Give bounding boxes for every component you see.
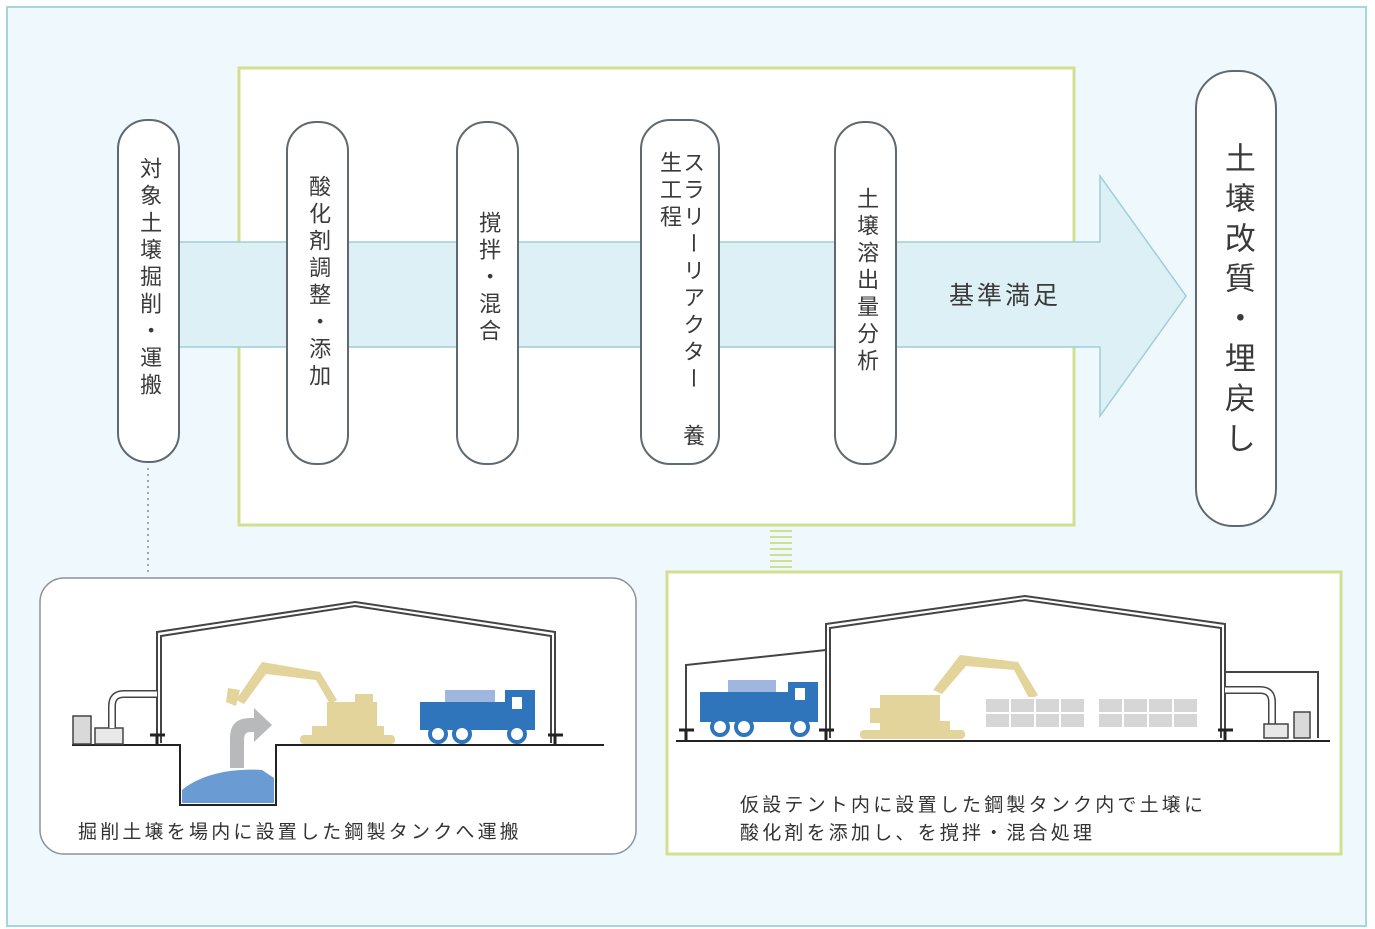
step-slurry-reactor: スラリーリアクター 養生工程 [640, 119, 720, 465]
step-excavation-transport: 対象土壌掘削・運搬 [117, 119, 180, 463]
step-label-line2: 養生工程 [656, 151, 705, 451]
step-label: 対象土壌掘削・運搬 [136, 157, 162, 400]
right-caption-line1: 仮設テント内に設置した鋼製タンク内で土壌に [740, 794, 1207, 816]
right-excavator-icon [860, 655, 1038, 739]
step-label-line1: スラリーリアクター [679, 151, 705, 394]
right-blower-unit [1225, 686, 1311, 739]
steel-tanks [984, 697, 1199, 729]
step-label: スラリーリアクター 養生工程 [656, 151, 705, 463]
excavated-soil [182, 769, 274, 803]
left-dump-truck-icon [420, 690, 535, 744]
right-connector [770, 530, 792, 568]
arrow-label: 基準満足 [949, 281, 1062, 310]
right-tent-feet [679, 728, 1233, 741]
left-panel-caption: 掘削土壌を場内に設置した鋼製タンクへ運搬 [78, 821, 523, 843]
step-oxidant-preparation: 酸化剤調整・添加 [286, 121, 349, 465]
left-tent [156, 600, 556, 743]
gray-arrow [230, 708, 272, 768]
final-step-label: 土壌改質・埋戻し [1218, 142, 1255, 462]
right-tent [685, 594, 1319, 738]
left-blower-unit [72, 690, 157, 745]
left-excavator-icon [226, 662, 395, 744]
right-dump-truck-icon [700, 680, 818, 737]
left-ground-with-pit [72, 744, 604, 806]
right-panel-caption: 仮設テント内に設置した鋼製タンク内で土壌に 酸化剤を添加し、を撹拌・混合処理 [740, 792, 1206, 847]
step-label: 土壌溶出量分析 [853, 187, 879, 376]
step-label: 撹拌・混合 [475, 211, 501, 346]
step-label: 酸化剤調整・添加 [305, 175, 331, 391]
step-stirring-mixing: 撹拌・混合 [456, 121, 519, 465]
left-tent-feet [150, 733, 563, 745]
right-caption-line2: 酸化剤を添加し、を撹拌・混合処理 [740, 821, 1096, 844]
final-step-backfill: 土壌改質・埋戻し [1195, 70, 1277, 527]
step-soil-elution-analysis: 土壌溶出量分析 [834, 121, 897, 465]
